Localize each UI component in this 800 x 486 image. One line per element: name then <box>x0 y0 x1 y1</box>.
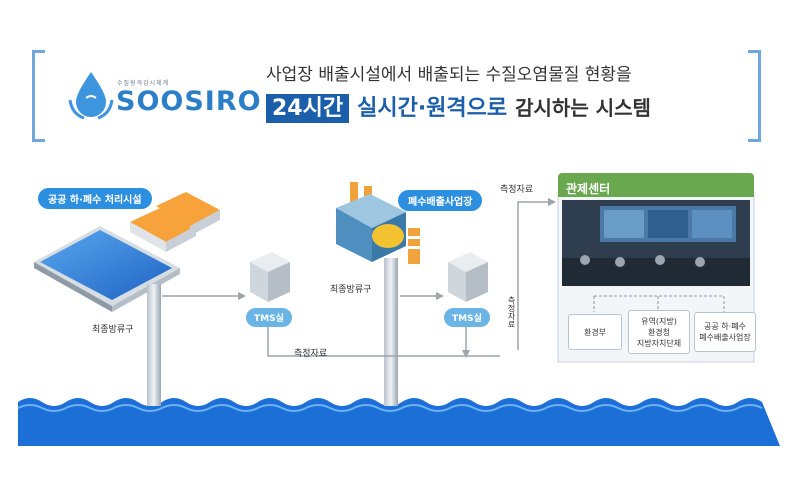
treatment-pool <box>34 226 180 312</box>
water-drop-logo-icon <box>68 72 114 120</box>
label-measure-top: 측정자료 <box>500 185 534 195</box>
agency-sites: 공공 하·폐수 폐수배출사업장 <box>694 312 756 352</box>
label-measure-vertical: 측정자료 <box>507 296 516 328</box>
headline-realtime: 실시간·원격으로 <box>357 96 508 121</box>
flow-lines <box>162 201 548 357</box>
factory-building <box>336 182 420 264</box>
outlet-pipe-left <box>147 284 161 406</box>
label-wastewater-site: 폐수배출사업장 <box>398 190 483 211</box>
header-bracket-left <box>32 50 45 142</box>
label-tms-left: TMS실 <box>246 308 292 327</box>
label-final-outlet-right: 최종방류구 <box>330 285 372 295</box>
control-center-title: 관제센터 <box>566 182 611 196</box>
headline-highlight-24h: 24시간 <box>266 94 350 123</box>
agency-ministry: 환경부 <box>568 314 622 350</box>
flow-arrowheads <box>238 198 556 358</box>
agency-regional: 유역(지방) 환경청 지방자치단체 <box>628 310 690 354</box>
outlet-pipe-right <box>384 258 398 406</box>
label-final-outlet-left: 최종방류구 <box>92 325 134 335</box>
logo-subtitle: 수질원격감시체계 <box>117 80 170 87</box>
logo-text: SOOSIRO <box>116 86 262 117</box>
headline-system: 감시하는 시스템 <box>515 96 651 120</box>
tms-building-right <box>448 252 488 302</box>
water-surface <box>17 398 780 446</box>
headline-line2: 24시간 실시간·원격으로 감시하는 시스템 <box>266 90 651 123</box>
header-bracket-right <box>748 50 761 142</box>
label-public-facility: 공공 하·폐수 처리시설 <box>38 188 152 209</box>
control-center-header <box>558 173 754 197</box>
control-room-photo <box>562 200 750 286</box>
label-tms-right: TMS실 <box>444 308 490 327</box>
headline-line1: 사업장 배출시설에서 배출되는 수질오염물질 현황을 <box>266 65 632 85</box>
tms-building-left <box>250 252 290 302</box>
agency-links <box>593 295 725 312</box>
orange-tanks <box>130 192 220 252</box>
label-measure-bottom: 측정자료 <box>294 349 328 359</box>
